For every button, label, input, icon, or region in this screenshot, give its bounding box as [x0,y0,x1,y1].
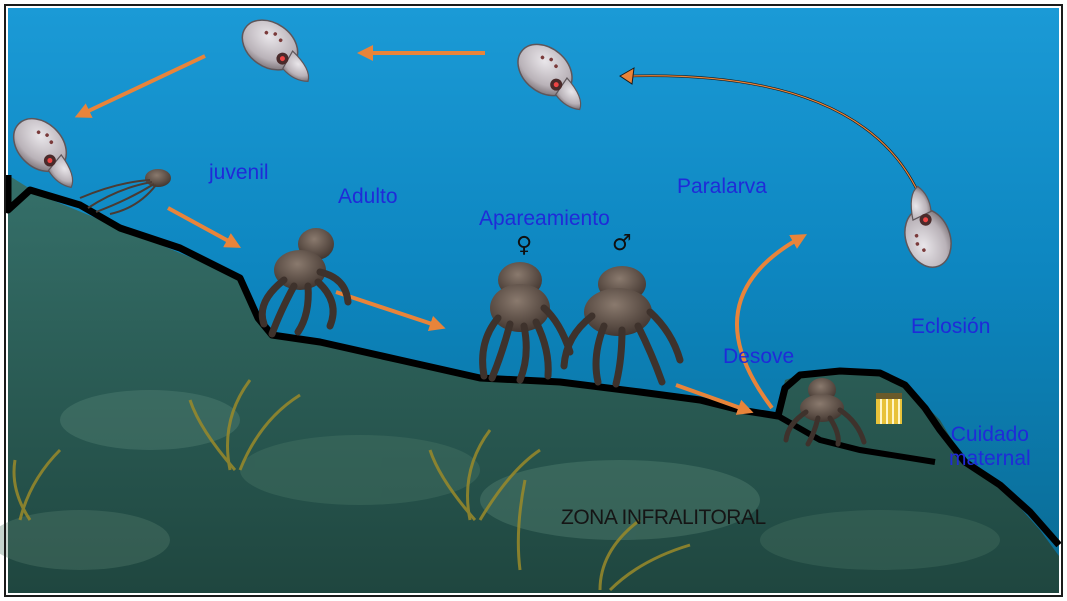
female-symbol: ♀ [516,233,532,258]
label-eclosion: Eclosión [911,316,990,337]
label-desove: Desove [723,346,794,367]
eggs-icon [876,393,902,424]
label-adulto: Adulto [338,186,398,207]
label-zona-infralitoral: ZONA INFRALITORAL [561,506,766,530]
label-cuidado: Cuidado [949,423,1031,447]
label-maternal: maternal [949,447,1031,471]
male-symbol: ♂ [612,231,632,256]
label-cuidado-maternal: Cuidado maternal [949,423,1031,471]
label-juvenil: juvenil [209,162,269,183]
label-apareamiento: Apareamiento [479,208,610,229]
label-paralarva: Paralarva [677,176,767,197]
